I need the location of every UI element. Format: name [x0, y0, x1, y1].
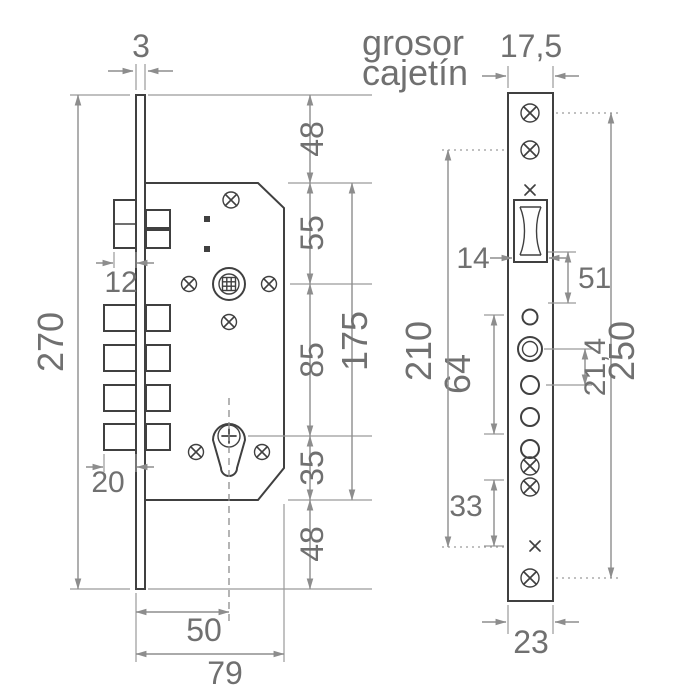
dim-seg-b: 55 — [294, 215, 330, 251]
cylinder-outline — [211, 423, 247, 477]
dim-bolt-throw: 20 — [86, 454, 154, 499]
hook-bolt-inner-4 — [145, 423, 171, 451]
dim-chain: 48 55 85 35 48 — [294, 94, 330, 590]
dim-plate-thickness: 3 — [108, 28, 173, 90]
hook-bolt-4 — [103, 423, 137, 451]
dim-lower-span: 33 — [449, 479, 504, 547]
side-faceplate — [135, 94, 146, 590]
plate-screw-top-icon — [520, 103, 540, 123]
note-line-2: cajetín — [362, 52, 468, 93]
plate-screw-lower-2-icon — [520, 477, 540, 497]
dim-backset: 50 — [135, 608, 230, 648]
front-view: 17,5 14 51 64 21,4 2 — [398, 28, 642, 660]
hook-bolt-inner-2 — [145, 344, 171, 372]
dim-label: 33 — [449, 490, 482, 523]
dim-label: 17,5 — [500, 28, 562, 64]
latch-bolt-inner-bottom — [145, 229, 171, 249]
case-screw-top-icon — [222, 191, 240, 209]
latch-cutout — [513, 199, 548, 263]
follower-outer-ring — [212, 267, 246, 301]
dim-total-height: 270 — [30, 94, 130, 590]
dim-hole-pitch: 21,4 — [544, 338, 612, 396]
extension-lines-bottom — [135, 504, 285, 662]
follower-square — [221, 276, 237, 292]
dim-latch-throw: 12 — [96, 252, 154, 299]
side-view: 3 270 12 20 — [30, 28, 375, 691]
hook-bolt-inner-3 — [145, 384, 171, 412]
dim-seg-c: 85 — [294, 342, 330, 378]
dim-seg-a: 48 — [294, 121, 330, 157]
pin-hole-small — [521, 308, 539, 326]
dim-label: 175 — [334, 311, 375, 371]
dim-label: 12 — [104, 266, 137, 299]
latch-roller — [519, 206, 542, 256]
dim-label: 21,4 — [579, 338, 612, 396]
dim-label: 50 — [186, 612, 222, 648]
note-line-1: grosor — [362, 22, 464, 63]
follower-screw-bottom-icon — [220, 313, 238, 331]
dim-label: 250 — [601, 321, 642, 381]
dim-label: 210 — [398, 321, 439, 381]
plate-screw-bottom-icon — [520, 568, 540, 588]
detent-square-2 — [204, 246, 210, 252]
cylinder-screw-right-icon — [253, 443, 271, 461]
follower-screw-left-icon — [180, 275, 198, 293]
hook-bolt-3 — [103, 384, 137, 412]
follower-screw-right-icon — [260, 275, 278, 293]
dim-label: 79 — [207, 655, 243, 691]
dim-holes-span: 64 — [437, 314, 504, 435]
cross-mark-lower-icon — [529, 540, 541, 552]
spindle-follower — [212, 267, 246, 301]
case-thickness-note: grosor cajetín — [362, 22, 468, 93]
dim-label: 14 — [456, 242, 489, 275]
dim-latch-to-cylinder: 51 — [548, 251, 611, 304]
hook-bolt-2 — [103, 344, 137, 372]
dim-body-span: 175 — [334, 182, 375, 501]
detent-square-1 — [204, 216, 210, 222]
dim-depth: 79 — [135, 650, 285, 691]
dim-inner-span: 210 — [398, 149, 504, 548]
plate-screw-lower-1-icon — [520, 456, 540, 476]
dim-case-thickness: 17,5 — [482, 28, 579, 88]
cross-mark-upper-icon — [524, 184, 536, 196]
hook-bolt-1 — [103, 304, 137, 332]
hook-bolt-inner-1 — [145, 304, 171, 332]
dim-plate-width: 23 — [482, 605, 579, 660]
dim-label: 64 — [437, 354, 478, 394]
dim-latch-width: 14 — [456, 242, 566, 275]
pin-hole-3 — [520, 439, 540, 459]
dim-seg-d: 35 — [294, 450, 330, 486]
cylinder-hole-inner — [521, 340, 539, 358]
pin-hole-2 — [520, 407, 540, 427]
dim-label: 270 — [30, 312, 71, 372]
front-faceplate — [507, 92, 554, 602]
cylinder-hole-outer — [517, 336, 543, 362]
dim-label: 3 — [132, 28, 150, 64]
dim-seg-e: 48 — [294, 526, 330, 562]
dim-label: 20 — [91, 466, 124, 499]
latch-bolt-inner-top — [145, 209, 171, 229]
follower-inner-ring — [218, 273, 240, 295]
plate-screw-2-icon — [520, 140, 540, 160]
dim-label: 23 — [513, 624, 549, 660]
pin-hole-1 — [520, 375, 540, 395]
lock-body-outline — [144, 182, 285, 501]
cylinder-screw-left-icon — [187, 443, 205, 461]
dim-label: 51 — [578, 262, 611, 295]
dim-screw-span: 250 — [556, 112, 642, 579]
